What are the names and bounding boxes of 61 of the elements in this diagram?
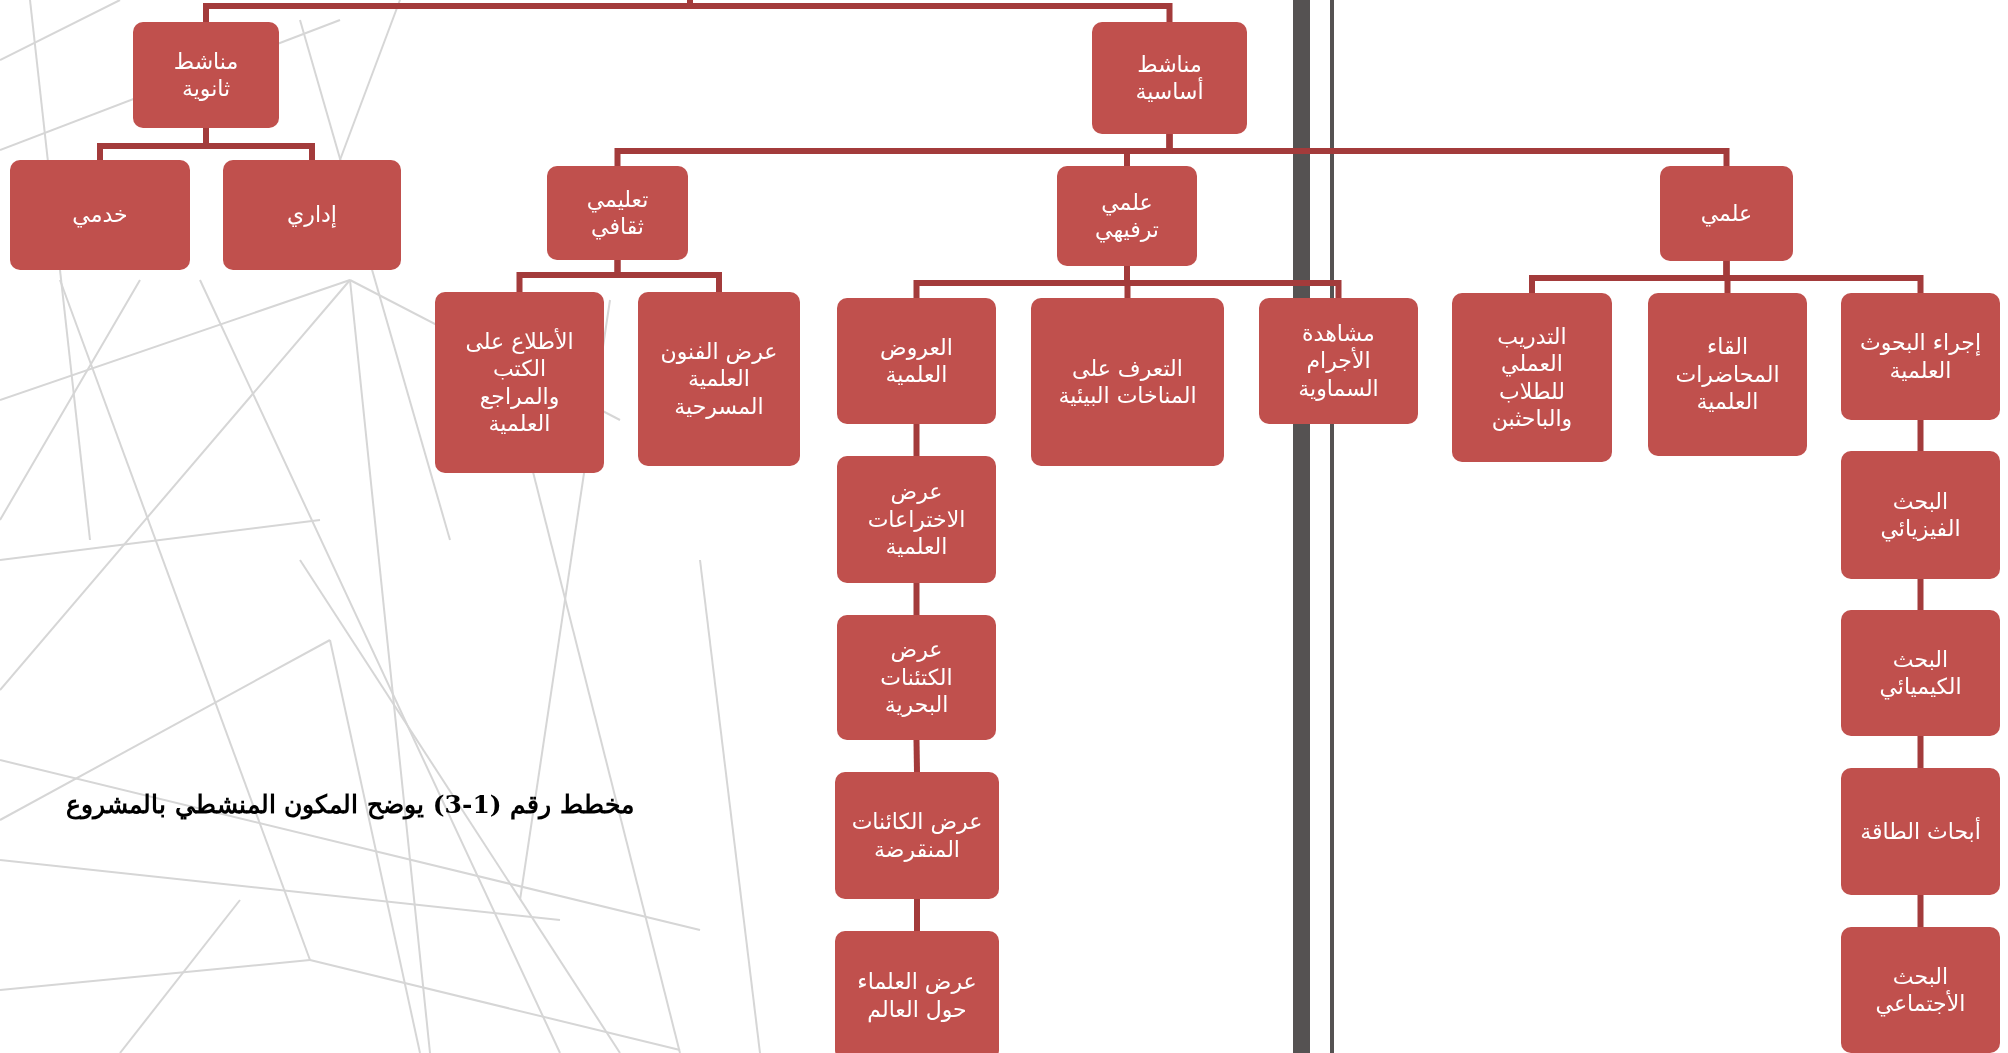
box-label: علمي [1700, 199, 1753, 228]
activity-box [1660, 166, 1793, 261]
connector-line [913, 424, 920, 456]
box-label: عرض العلماء حول العالم [856, 968, 978, 1023]
box-label: العروض العلمية [879, 333, 954, 389]
box-label: التدريب العملي للطلاب والباحثبن [1490, 322, 1574, 433]
activity-box [1841, 927, 2000, 1053]
connector-line [913, 739, 920, 773]
activity-box [1031, 298, 1224, 466]
activity-box [837, 615, 996, 740]
activity-box [10, 160, 190, 270]
connector-line [913, 266, 1130, 298]
box-label: البحث الأجتماعي [1874, 962, 1967, 1018]
connector-line [516, 260, 621, 292]
box-label: عرض الاختراعات العلمية [866, 478, 967, 561]
connector-line [614, 134, 1173, 166]
connector-line [1529, 261, 1730, 293]
activity-box [133, 22, 279, 128]
activity-box [835, 772, 999, 899]
box-label: إجراء البحوث العلمية [1858, 329, 1982, 384]
box-label: التعرف على المناخات البيئية [1057, 354, 1198, 410]
box-label: البحث الكيميائي [1878, 645, 1963, 701]
connector-line [203, 0, 693, 22]
activity-box [1841, 610, 2000, 736]
connector-line [97, 128, 209, 160]
box-label: عرض الفنون العلمية المسرحية [659, 337, 779, 421]
activity-box [1841, 768, 2000, 895]
box-label: الأطلاع على الكتب والمراجع العلمية [464, 327, 575, 438]
activity-box [435, 292, 604, 473]
activity-box [1057, 166, 1197, 266]
activity-box [1648, 293, 1807, 456]
activity-box [638, 292, 800, 466]
box-label: خدمي [72, 201, 128, 229]
connector-line [914, 899, 920, 931]
caption: مخطط رقم (1-3) يوضح المكون المنشطي بالمشروع [64, 790, 636, 819]
box-label: عرض الكتئنات البحرية [879, 636, 954, 719]
activity-box [1841, 293, 2000, 420]
connector-line [1917, 579, 1924, 610]
activity-box [837, 456, 996, 583]
connector-line [913, 583, 920, 615]
connector-line [1917, 895, 1924, 927]
activity-box [223, 160, 401, 270]
activity-box [835, 931, 999, 1053]
activity-box [1092, 22, 1247, 134]
box-label: القاء المحاضرات العلمية [1674, 333, 1781, 416]
connector-line [1917, 736, 1924, 768]
box-label: عرض الكائنات المنقرضة [851, 808, 983, 863]
activity-box [1452, 293, 1612, 462]
activity-box [1841, 451, 2000, 579]
box-label: مشاهدة الأجرام السماوية [1297, 319, 1380, 403]
box-label: مناشط ثانوية [172, 47, 240, 103]
activity-box [547, 166, 688, 260]
activity-box [1259, 298, 1418, 424]
box-label: إداري [287, 201, 337, 229]
box-label: أبحاث الطاقة [1860, 817, 1981, 846]
box-label: علمي ترفيهي [1094, 188, 1160, 244]
box-label: مناشط أساسية [1134, 50, 1205, 106]
box-label: تعليمي ثقافي [585, 185, 650, 241]
box-label: البحث الفيزيائي [1879, 487, 1962, 543]
activity-box [837, 298, 996, 424]
connector-line [1917, 420, 1924, 451]
